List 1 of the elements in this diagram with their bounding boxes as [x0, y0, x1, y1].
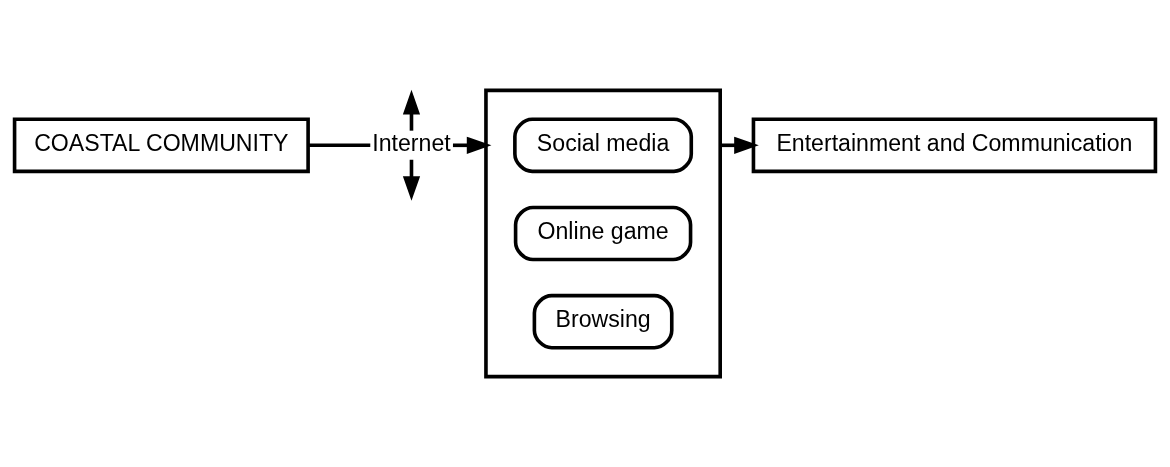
node-text: Internet [372, 129, 451, 156]
